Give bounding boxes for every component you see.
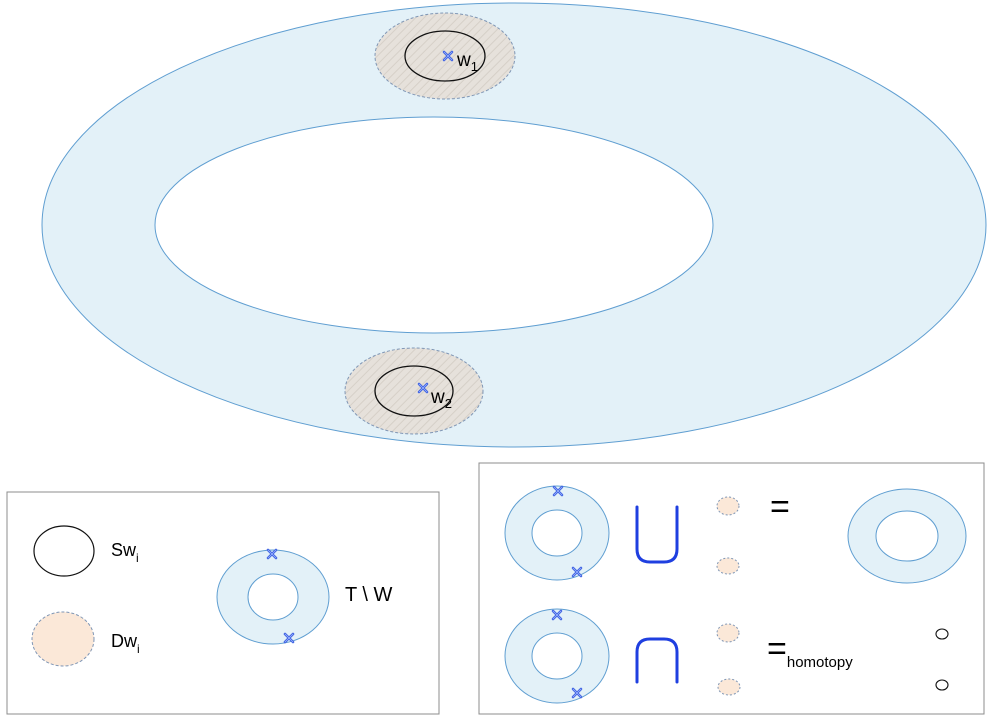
- torus-annulus: [41, 2, 987, 448]
- intersection-icon: [635, 637, 679, 684]
- disk-w2: [344, 347, 484, 435]
- legend-label-d: Dwi: [111, 631, 140, 656]
- label-w2: w2: [430, 387, 452, 411]
- small-disk: [716, 623, 740, 643]
- legend-label-t-minus-w: T \ W: [345, 584, 393, 606]
- legend-circle-s: [33, 525, 95, 577]
- equals-sign: =: [770, 488, 790, 526]
- circle-sw1: [404, 30, 486, 82]
- result-torus: [847, 488, 967, 584]
- legend-disk-d: [31, 611, 95, 667]
- small-circle: [935, 628, 949, 640]
- small-disk: [717, 678, 741, 696]
- legend-label-s: Swi: [111, 540, 139, 565]
- op-torus-intersection: [504, 608, 610, 704]
- small-circle: [935, 679, 949, 691]
- legend-torus-minus-w: [216, 549, 330, 645]
- disk-w1: [374, 12, 516, 100]
- union-icon: [635, 505, 679, 564]
- label-w1: w1: [456, 50, 478, 74]
- equals-homotopy: =homotopy: [767, 630, 853, 671]
- small-disk: [716, 496, 740, 516]
- op-torus-union: [504, 485, 610, 581]
- circle-sw2: [374, 365, 454, 417]
- small-disk: [716, 557, 740, 575]
